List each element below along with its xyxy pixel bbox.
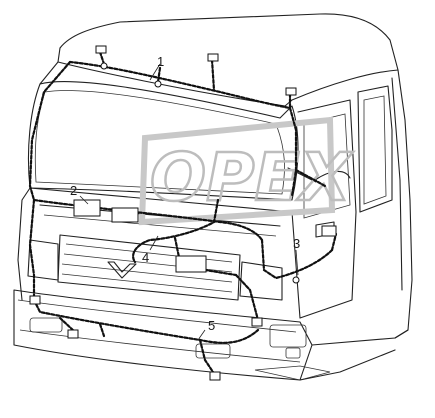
control-module <box>175 255 207 273</box>
harness-3-door <box>260 238 334 280</box>
fog-lamp-connector <box>67 329 79 339</box>
connectors <box>29 45 337 381</box>
watermark-frame <box>138 116 336 226</box>
fuse-box <box>73 199 101 217</box>
connector <box>154 80 162 88</box>
callout-label: 2 <box>70 183 77 198</box>
roof-lamp-connector <box>285 87 297 96</box>
fog-lamp-connector <box>209 371 221 381</box>
callout-label: 3 <box>293 236 300 251</box>
harness-4-centre <box>132 198 220 264</box>
relay-box <box>111 207 139 223</box>
lamp-connector <box>251 317 263 327</box>
lamp-connector <box>29 295 41 305</box>
roof-lamp-connector <box>207 53 219 62</box>
door-connector <box>321 225 337 237</box>
callout-label: 1 <box>157 54 164 69</box>
callout-label: 5 <box>208 318 215 333</box>
callouts: 1 2 3 4 5 <box>70 54 300 341</box>
watermark: OPEX <box>138 116 355 226</box>
harness-2-panel <box>28 184 264 242</box>
callout-label: 4 <box>142 250 149 265</box>
connector <box>292 276 300 284</box>
watermark-text: OPEX <box>150 139 354 216</box>
harness-5-bumper <box>32 298 260 344</box>
connector <box>100 62 108 70</box>
emblem-icon <box>107 261 137 279</box>
roof-lamp-connector <box>95 45 107 54</box>
cab-body <box>13 13 413 381</box>
